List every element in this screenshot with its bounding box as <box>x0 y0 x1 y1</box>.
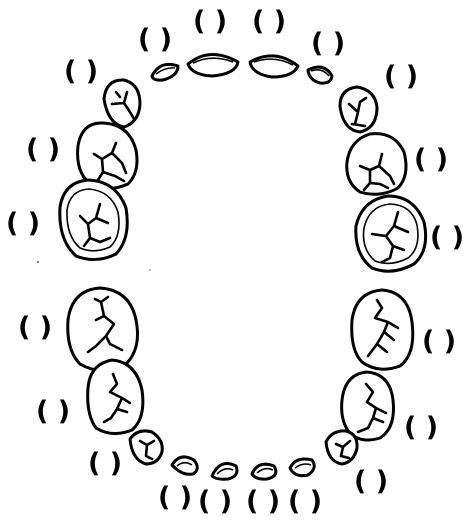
label-upper-right-lateral-incisor[interactable]: ( ) <box>138 24 172 55</box>
speck <box>37 261 39 263</box>
tooth-upper-right-canine <box>104 80 140 127</box>
tooth-lower-right-first-molar <box>88 360 143 434</box>
label-lower-right-canine[interactable]: ( ) <box>88 448 122 479</box>
tooth-upper-right-lateral-incisor <box>152 64 178 80</box>
tooth-upper-left-lateral-incisor <box>308 67 332 83</box>
label-lower-left-canine[interactable]: ( ) <box>354 466 388 497</box>
label-upper-left-canine[interactable]: ( ) <box>384 61 418 92</box>
label-lower-left-second-molar[interactable]: ( ) <box>422 326 456 357</box>
tooth-upper-left-central-incisor <box>250 56 298 77</box>
label-upper-right-canine[interactable]: ( ) <box>64 56 98 87</box>
label-lower-left-lateral-incisor[interactable]: ( ) <box>288 486 322 517</box>
label-upper-left-lateral-incisor[interactable]: ( ) <box>311 28 345 59</box>
label-lower-left-first-molar[interactable]: ( ) <box>404 412 438 443</box>
label-upper-right-central-incisor[interactable]: ( ) <box>193 6 227 37</box>
tooth-upper-right-central-incisor <box>188 54 238 76</box>
label-upper-right-second-molar[interactable]: ( ) <box>6 208 40 239</box>
speck <box>149 269 151 271</box>
tooth-lower-left-canine <box>326 431 357 464</box>
tooth-lower-left-second-molar <box>352 290 413 369</box>
tooth-upper-right-second-molar <box>60 180 127 260</box>
label-upper-right-first-molar[interactable]: ( ) <box>26 134 60 165</box>
label-upper-left-first-molar[interactable]: ( ) <box>414 144 448 175</box>
tooth-lower-right-central-incisor <box>212 464 237 480</box>
label-upper-left-second-molar[interactable]: ( ) <box>430 222 464 253</box>
label-lower-left-central-incisor[interactable]: ( ) <box>246 486 280 517</box>
label-lower-right-first-molar[interactable]: ( ) <box>36 396 70 427</box>
label-upper-left-central-incisor[interactable]: ( ) <box>252 6 286 37</box>
tooth-lower-left-first-molar <box>342 372 394 440</box>
tooth-lower-left-central-incisor <box>252 464 276 479</box>
label-lower-right-lateral-incisor[interactable]: ( ) <box>158 482 192 513</box>
tooth-upper-left-canine <box>340 87 377 132</box>
tooth-lower-right-lateral-incisor <box>172 457 197 474</box>
tooth-lower-right-second-molar <box>68 288 138 371</box>
tooth-lower-right-canine <box>130 431 162 464</box>
label-lower-right-central-incisor[interactable]: ( ) <box>198 486 232 517</box>
tooth-upper-left-first-molar <box>347 134 406 195</box>
label-lower-right-second-molar[interactable]: ( ) <box>18 312 52 343</box>
tooth-lower-left-lateral-incisor <box>290 459 314 476</box>
tooth-upper-left-second-molar <box>356 196 426 271</box>
